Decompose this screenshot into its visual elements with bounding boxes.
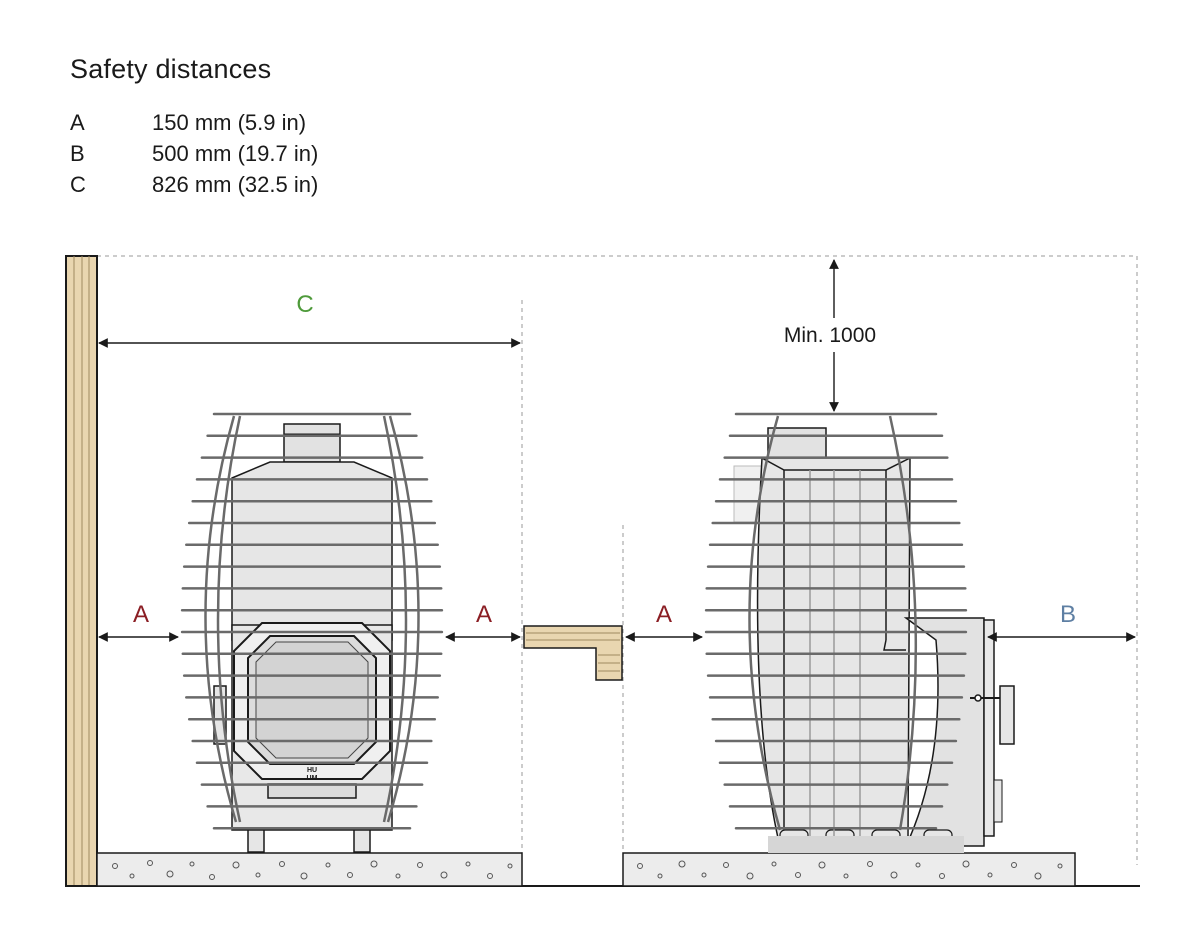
legend-key: B — [70, 141, 85, 166]
concrete-base-left — [96, 852, 523, 887]
brand-logo-top: HU — [307, 767, 317, 774]
label-b: B — [1060, 601, 1076, 628]
legend-row-b: B 500 mm (19.7 in) — [70, 141, 318, 167]
dashed-guides — [97, 255, 1138, 865]
label-min-height: Min. 1000 — [784, 324, 876, 347]
diagram-title: Safety distances — [70, 54, 272, 84]
concrete-base-right — [622, 852, 1076, 887]
bench-profile — [523, 625, 623, 681]
legend-value: 150 mm (5.9 in) — [152, 110, 307, 135]
label-c: C — [296, 291, 313, 318]
label-a-middle: A — [476, 601, 492, 628]
legend-row-a: A 150 mm (5.9 in) — [70, 110, 306, 136]
legend-row-c: C 826 mm (32.5 in) — [70, 172, 318, 198]
heater-front-view: HU UM — [180, 412, 444, 853]
label-a-left: A — [133, 601, 149, 628]
legend-value: 500 mm (19.7 in) — [152, 141, 319, 166]
heater-side-view — [704, 412, 1015, 853]
brand-logo-bottom: UM — [307, 775, 318, 782]
label-a-right: A — [656, 601, 672, 628]
legend-value: 826 mm (32.5 in) — [152, 172, 319, 197]
wooden-wall — [65, 255, 98, 887]
legend-key: A — [70, 110, 85, 135]
dimension-arrows — [98, 259, 1136, 642]
legend-key: C — [70, 172, 86, 197]
